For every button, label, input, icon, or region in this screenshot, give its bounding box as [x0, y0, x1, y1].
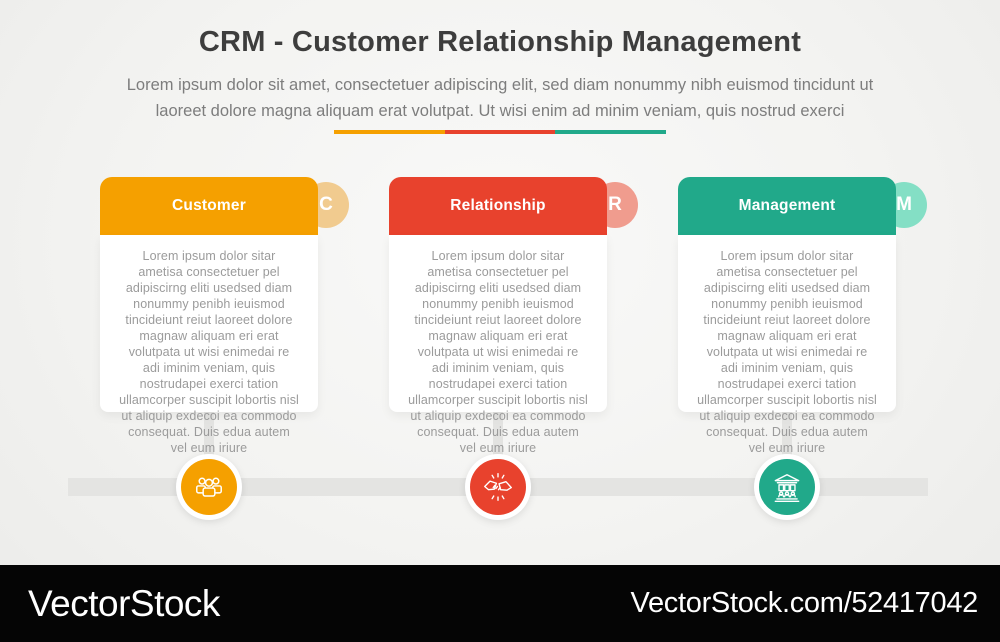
divider-segment-teal: [555, 130, 667, 134]
bank-icon: [770, 470, 804, 504]
timeline-connector: [493, 412, 503, 482]
card-title: Customer: [172, 197, 246, 214]
card-management: M Management Lorem ipsum dolor sitar ame…: [678, 177, 927, 455]
timeline-connector: [782, 412, 792, 482]
card-title: Relationship: [450, 197, 546, 214]
timeline-node-customer: [176, 454, 242, 520]
timeline-node-management: [754, 454, 820, 520]
vectorstock-credit-url: VectorStock.com/52417042: [630, 587, 979, 619]
subtitle-line-2: laoreet dolore magna aliquam erat volutp…: [155, 101, 845, 120]
subtitle-line-1: Lorem ipsum dolor sit amet, consectetuer…: [126, 76, 874, 94]
divider-segment-red: [444, 130, 556, 134]
page-title: CRM - Customer Relationship Management: [198, 26, 802, 58]
card-body-text: Lorem ipsum dolor sitar ametisa consecte…: [100, 235, 318, 455]
page-subtitle: Lorem ipsum dolor sit amet, consectetuer…: [80, 73, 920, 124]
card-body-text: Lorem ipsum dolor sitar ametisa consecte…: [389, 235, 607, 455]
tricolor-divider: [334, 130, 667, 134]
handshake-icon: [481, 470, 515, 504]
card-header: Customer: [100, 177, 318, 235]
card-title: Management: [738, 197, 836, 214]
card-header: Relationship: [389, 177, 607, 235]
watermark-bar: VectorStock VectorStock.com/52417042: [0, 565, 1000, 642]
timeline-node-relationship: [465, 454, 531, 520]
card-body-text: Lorem ipsum dolor sitar ametisa consecte…: [678, 235, 896, 455]
timeline-connector: [204, 412, 214, 482]
card-header: Management: [678, 177, 896, 235]
divider-segment-orange: [334, 130, 445, 134]
card-relationship: R Relationship Lorem ipsum dolor sitar a…: [389, 177, 638, 455]
card-customer: C Customer Lorem ipsum dolor sitar ameti…: [100, 177, 349, 455]
team-icon: [192, 470, 226, 504]
vectorstock-logo: VectorStock: [28, 582, 220, 624]
